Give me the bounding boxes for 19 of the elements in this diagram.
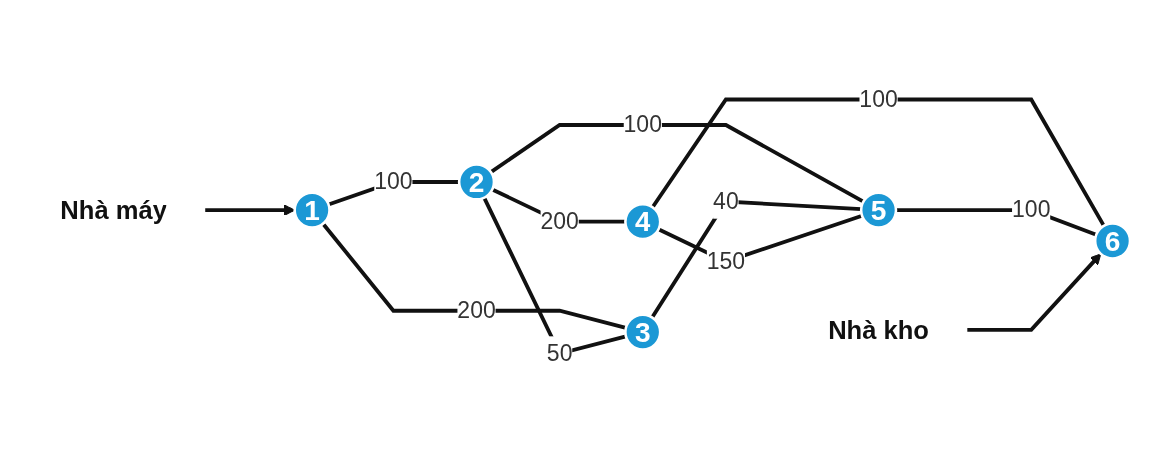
node-circle: 1 [293,191,331,229]
node-circle: 3 [624,312,662,351]
edge-label: 200 [540,207,579,234]
node-circle: 5 [859,191,898,229]
edge-label: 150 [706,247,746,274]
edge-label: 50 [546,339,573,366]
edge-label: 100 [1012,196,1051,222]
node-circle: 4 [624,202,662,240]
edge-label: 200 [457,296,496,323]
edge-label: 40 [713,187,739,214]
node-text: Nhà kho [828,315,929,344]
connector [489,122,865,203]
node-circle: 6 [1093,221,1132,260]
edge-label: 100 [374,168,413,194]
node-text: Nhà máy [60,195,167,224]
node-circle: 2 [457,162,496,201]
edge-label: 100 [623,111,662,137]
edge-label: 100 [859,85,898,112]
arrow [967,252,1102,332]
